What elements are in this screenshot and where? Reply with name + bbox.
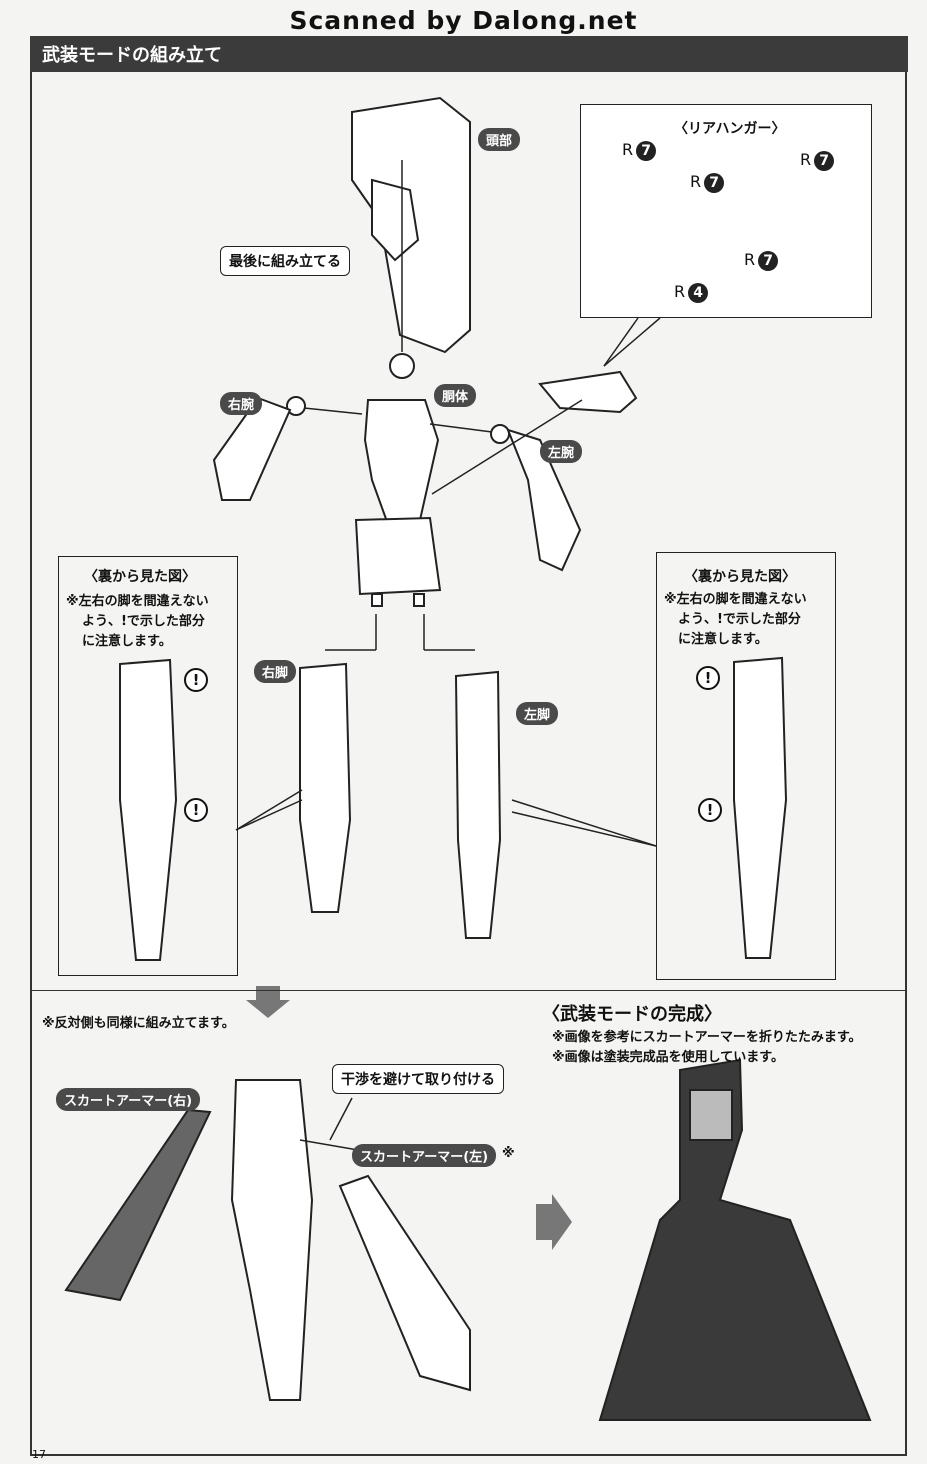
page-number: 17 — [32, 1448, 46, 1461]
section-header-bar — [30, 36, 908, 72]
torso-skirt — [354, 516, 442, 596]
torso-part — [363, 399, 440, 531]
completion-title: 〈武装モードの完成〉 — [542, 1004, 722, 1025]
back-view-right-note-1: ※左右の脚を間違えない — [664, 592, 807, 607]
label-right-arm: 右腕 — [220, 392, 263, 415]
opposite-side-note: ※反対側も同様に組み立てます。 — [42, 1016, 235, 1031]
label-torso: 胴体 — [434, 384, 477, 407]
caution-icon: ! — [184, 668, 208, 692]
back-view-right-title: 〈裏から見た図〉 — [684, 569, 796, 585]
section-title: 武装モードの組み立て — [42, 45, 222, 66]
rear-hanger-title: 〈リアハンガー〉 — [674, 121, 786, 137]
assemble-last-callout: 最後に組み立てる — [220, 246, 350, 276]
label-skirt-armor-left: スカートアーマー(左) — [352, 1144, 497, 1167]
back-view-left-panel — [58, 556, 238, 976]
caution-icon: ! — [696, 666, 720, 690]
completion-note-1: ※画像を参考にスカートアーマーを折りたたみます。 — [552, 1030, 862, 1045]
skirt-left-mark: ※ — [502, 1146, 515, 1161]
back-view-right-panel — [656, 552, 836, 980]
right-arm-part — [212, 396, 292, 501]
back-view-left-note-3: に注意します。 — [82, 634, 172, 649]
caution-icon: ! — [698, 798, 722, 822]
torso-neck-ball — [389, 353, 415, 379]
back-view-left-note-2: よう、!で示した部分 — [82, 614, 205, 629]
left-leg-part — [454, 670, 502, 939]
left-arm-part — [506, 428, 582, 572]
watermark: Scanned by Dalong.net — [289, 6, 638, 35]
back-view-left-note-1: ※左右の脚を間違えない — [66, 594, 209, 609]
back-view-right-note-3: に注意します。 — [678, 632, 768, 647]
back-view-left-title: 〈裏から見た図〉 — [84, 569, 196, 585]
label-right-leg: 右脚 — [254, 660, 297, 683]
page-frame — [30, 36, 907, 1456]
label-left-arm: 左腕 — [540, 440, 583, 463]
caution-icon: ! — [184, 798, 208, 822]
label-head: 頭部 — [478, 128, 521, 151]
rear-hanger-panel — [580, 104, 872, 318]
label-left-leg: 左脚 — [516, 702, 559, 725]
section-divider — [30, 990, 907, 991]
back-view-right-note-2: よう、!で示した部分 — [678, 612, 801, 627]
right-leg-part — [299, 662, 352, 913]
completion-note-2: ※画像は塗装完成品を使用しています。 — [552, 1050, 784, 1065]
label-skirt-armor-right: スカートアーマー(右) — [56, 1088, 201, 1111]
avoid-interference-callout: 干渉を避けて取り付ける — [332, 1064, 504, 1094]
